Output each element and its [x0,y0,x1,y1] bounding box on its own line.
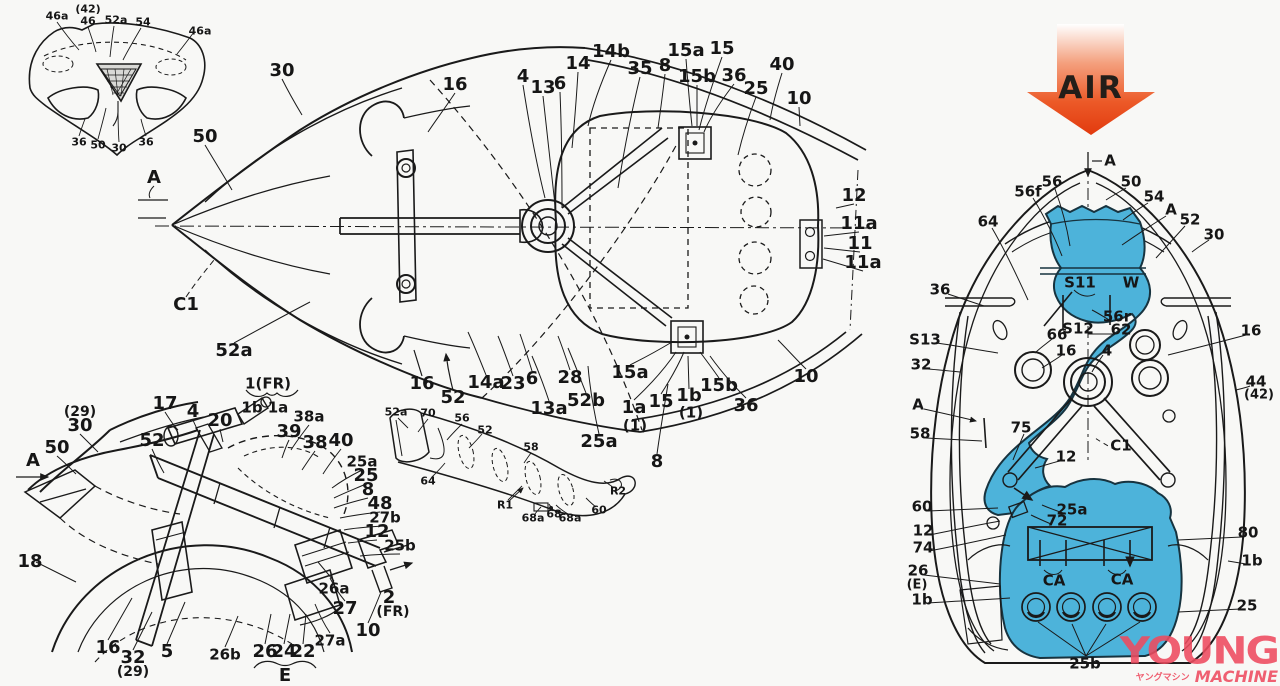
fig-cross-section [923,152,1251,664]
fig-side-view [16,389,412,669]
logo-word: YOUNG [1119,628,1280,673]
logo-en: MACHINE [1194,667,1278,686]
fig-front-fairing [28,21,206,157]
fig-top-view [138,46,869,455]
logo-jp: ヤングマシン [1135,673,1190,683]
air-arrow-label: AIR [1058,70,1124,106]
fig-duct-part [389,408,636,517]
air-arrow [1027,24,1155,135]
young-machine-logo: YOUNG ヤングマシン MACHINE [1119,628,1280,686]
